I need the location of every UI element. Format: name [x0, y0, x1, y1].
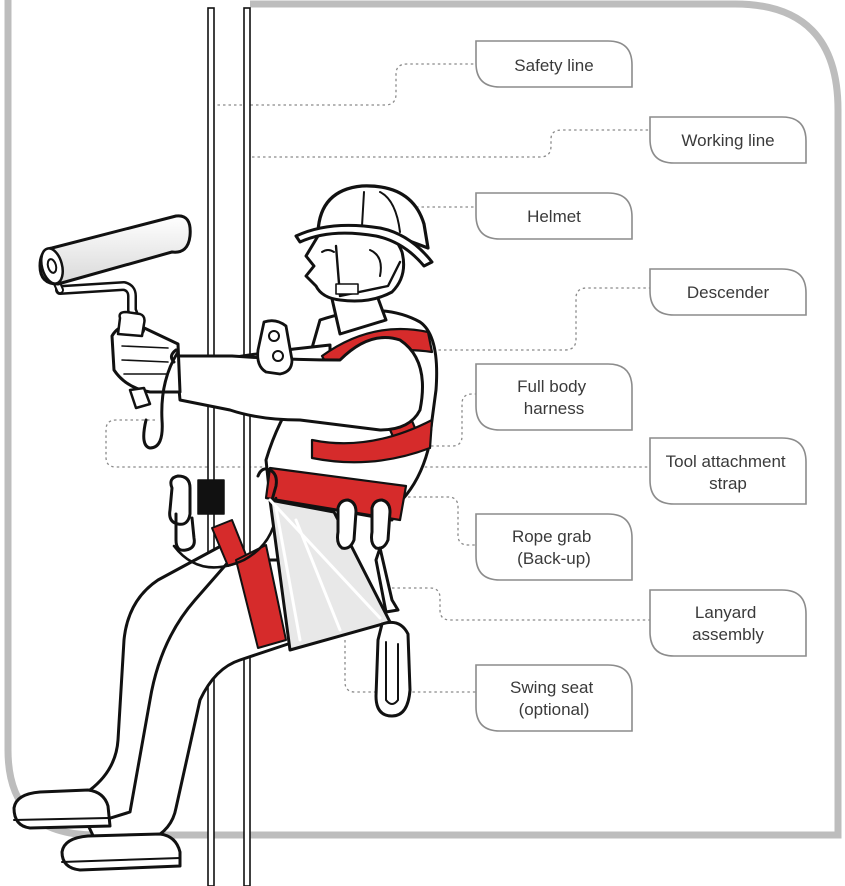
label-rope-grab-2: (Back-up) [517, 549, 591, 568]
label-tool-strap-1: Tool attachment [666, 452, 786, 471]
callout-lanyard-assembly: Lanyard assembly [650, 590, 806, 656]
callout-descender: Descender [650, 269, 806, 315]
label-harness-2: harness [524, 399, 584, 418]
leader-safety-line [212, 64, 476, 105]
leader-swing-seat [345, 640, 478, 692]
worker-figure [14, 186, 437, 870]
label-safety-line-1: Safety line [514, 56, 593, 75]
ropes [208, 8, 250, 886]
label-swing-seat-1: Swing seat [510, 678, 593, 697]
rope-grab-device [198, 480, 224, 514]
leader-working-line [252, 130, 650, 157]
label-working-line: Working line [681, 131, 774, 150]
label-helmet: Helmet [527, 207, 581, 226]
descender-device [258, 321, 292, 374]
callout-working-line: Working line [650, 117, 806, 163]
label-tool-strap-2: strap [709, 474, 747, 493]
callout-helmet: Helmet [476, 193, 632, 239]
safety-line-rope [208, 8, 214, 886]
callout-tabs: Safety line Working line Helmet Descende… [476, 41, 806, 731]
label-rope-grab-1: Rope grab [512, 527, 591, 546]
working-line-rope [244, 8, 250, 886]
label-safety-line: Safety line [514, 56, 593, 75]
callout-swing-seat: Swing seat (optional) [476, 665, 632, 731]
boot-back [14, 790, 110, 828]
snap-hook [376, 622, 410, 716]
label-swing-seat-2: (optional) [519, 700, 590, 719]
label-helmet-1: Helmet [527, 207, 581, 226]
callout-rope-grab: Rope grab (Back-up) [476, 514, 632, 580]
roller-handle [118, 312, 145, 336]
label-harness-1: Full body [517, 377, 586, 396]
label-descender-1: Descender [687, 283, 770, 302]
boot-front [62, 834, 180, 870]
callout-safety-line: Safety line [476, 41, 632, 87]
leader-lanyard [392, 588, 650, 620]
callout-tool-attachment-strap: Tool attachment strap [650, 438, 806, 504]
label-working-line-1: Working line [681, 131, 774, 150]
callout-full-body-harness: Full body harness [476, 364, 632, 430]
label-lanyard-2: assembly [692, 625, 764, 644]
label-descender: Descender [687, 283, 770, 302]
label-lanyard-1: Lanyard [695, 603, 756, 622]
